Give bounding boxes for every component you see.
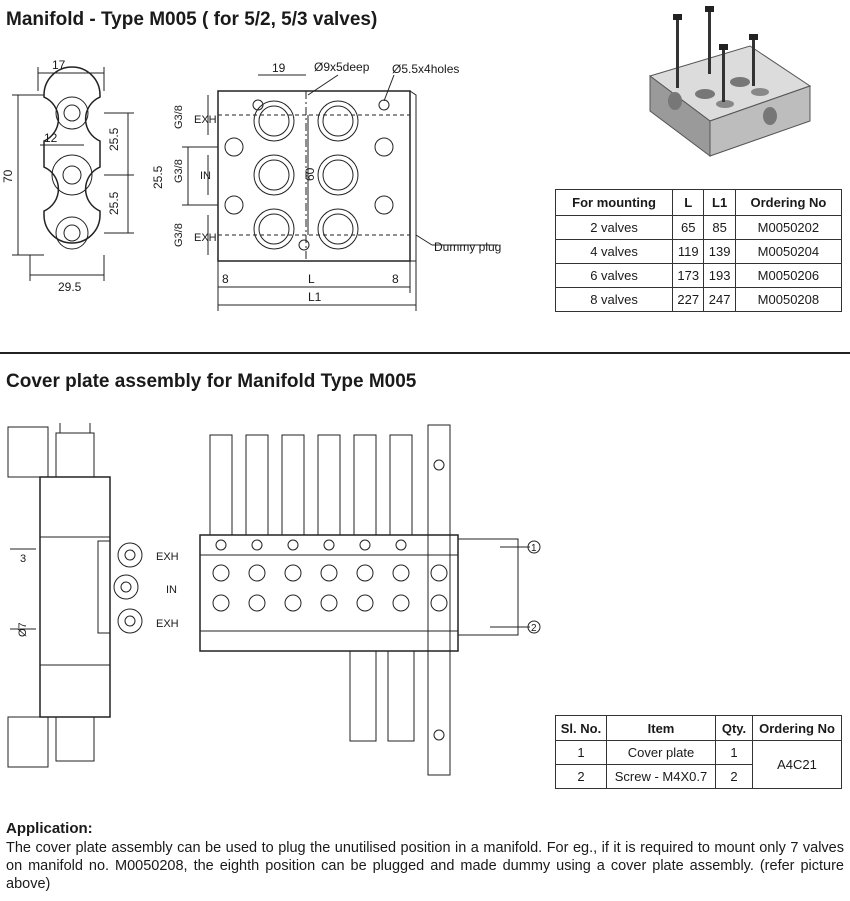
manifold-top-view-drawing: 19 Ø9x5deep Ø5.5x4holes G3/8 EXH G3/8 IN… xyxy=(151,60,501,311)
dim-l: L xyxy=(308,272,315,286)
header-ordering-no: Ordering No xyxy=(734,189,843,216)
dim-17: 17 xyxy=(52,58,66,72)
dim-l1: L1 xyxy=(308,290,322,304)
callout-1: 1 xyxy=(531,543,537,554)
callout-2: 2 xyxy=(531,623,537,634)
application-heading: Application: xyxy=(6,820,93,837)
dim-25-5-port: 25.5 xyxy=(151,165,165,189)
label-g3-8-mid: G3/8 xyxy=(173,159,185,183)
dim-70: 70 xyxy=(1,169,15,183)
table-row: 4 valves 119 139 M0050204 xyxy=(554,239,843,264)
label-9x5deep: Ø9x5deep xyxy=(314,60,370,74)
dummy-plug-callout: Dummy plug xyxy=(434,240,501,254)
dim-19: 19 xyxy=(272,61,286,75)
label-in: IN xyxy=(200,170,211,182)
section1-title: Manifold - Type M005 ( for 5/2, 5/3 valv… xyxy=(6,9,378,30)
manifold-isometric-illustration xyxy=(648,6,812,157)
dim-3: 3 xyxy=(20,553,26,565)
header-l1: L1 xyxy=(703,189,736,216)
manifold-side-view-drawing: 17 12 25.5 25.5 70 29.5 xyxy=(1,58,134,294)
label-exh-bottom: EXH xyxy=(194,232,217,244)
table-row: 1 Cover plate 1 A4C21 xyxy=(555,740,842,789)
table-row: 6 valves 173 193 M0050206 xyxy=(554,263,843,288)
dim-8-right: 8 xyxy=(392,272,399,286)
dim-7: Ø7 xyxy=(17,622,29,637)
valve-side-elevation-drawing: 3 Ø7 xyxy=(7,423,143,768)
header-sl-no: Sl. No. xyxy=(555,715,607,741)
port-label-in: IN xyxy=(166,584,177,596)
port-label-exh-top: EXH xyxy=(156,551,179,563)
label-g3-8-top: G3/8 xyxy=(173,105,185,129)
parts-table: Sl. No. Item Qty. Ordering No 1 Cover pl… xyxy=(555,715,842,789)
section-divider xyxy=(0,352,850,354)
ordering-no-cell: A4C21 xyxy=(752,740,842,789)
label-g3-8-bottom: G3/8 xyxy=(173,223,185,247)
table-row: 2 Screw - M4X0.7 2 xyxy=(555,764,842,789)
section2-title: Cover plate assembly for Manifold Type M… xyxy=(6,371,417,392)
dim-12: 12 xyxy=(44,131,58,145)
label-5-5x4holes: Ø5.5x4holes xyxy=(392,62,459,76)
dim-29-5: 29.5 xyxy=(58,280,82,294)
dim-60: 60 xyxy=(303,167,317,181)
label-exh-top: EXH xyxy=(194,114,217,126)
dim-25-5-lower: 25.5 xyxy=(107,191,121,215)
dim-8-left: 8 xyxy=(222,272,229,286)
header-for-mounting: For mounting xyxy=(554,189,674,216)
port-label-exh-bottom: EXH xyxy=(156,618,179,630)
dim-25-5-upper: 25.5 xyxy=(107,127,121,151)
header-ordering-no: Ordering No xyxy=(752,715,842,741)
mounting-table: For mounting L L1 Ordering No 2 valves 6… xyxy=(554,189,843,312)
application-text: The cover plate assembly can be used to … xyxy=(6,840,844,892)
table-row: 2 valves 65 85 M0050202 xyxy=(554,215,843,240)
table-row: 8 valves 227 247 M0050208 xyxy=(554,287,843,312)
header-qty: Qty. xyxy=(715,715,753,741)
cover-plate-assembly-drawing: EXH IN EXH 1 2 xyxy=(156,424,541,776)
header-item: Item xyxy=(606,715,716,741)
header-l: L xyxy=(672,189,705,216)
